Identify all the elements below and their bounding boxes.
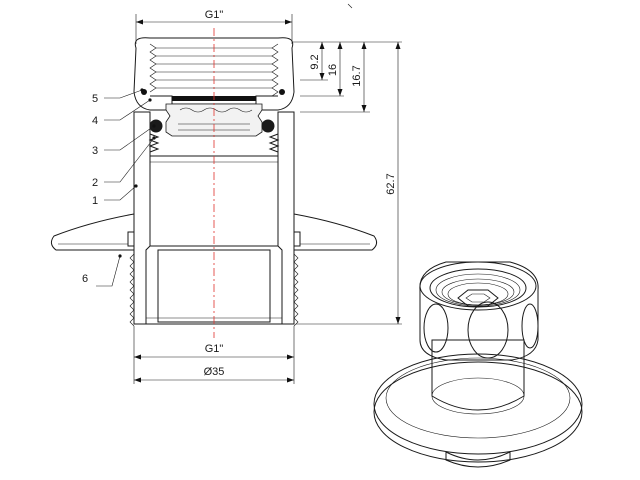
callout-5: 5 <box>92 93 98 105</box>
o-ring-right <box>261 119 275 133</box>
diameter-label: Ø35 <box>204 366 225 378</box>
isometric-view <box>373 261 583 468</box>
height-9-2-label: 9.2 <box>309 54 321 69</box>
callout-3: 3 <box>92 145 98 157</box>
height-62-7-label: 62.7 <box>385 173 397 194</box>
dim-diameter: Ø35 <box>133 362 295 384</box>
callouts: 5 4 3 2 1 6 <box>82 88 156 287</box>
top-thread-label: G1" <box>205 9 224 21</box>
bottom-thread-label: G1" <box>205 343 224 355</box>
callout-1: 1 <box>92 195 98 207</box>
dim-heights: 9.2 16 16.7 62.7 <box>292 41 402 325</box>
section-view: G1" G1" Ø35 <box>50 3 402 384</box>
cut-edge-mark <box>347 3 353 9</box>
height-16-label: 16 <box>327 64 339 76</box>
dim-bottom-thread: G1" <box>133 326 295 362</box>
callout-2: 2 <box>92 177 98 189</box>
rosette-flange <box>50 213 378 251</box>
o-ring-left <box>149 119 163 133</box>
dim-top-thread: G1" <box>135 9 293 44</box>
callout-6: 6 <box>82 273 88 285</box>
height-16-7-label: 16.7 <box>351 65 363 86</box>
callout-4: 4 <box>92 115 98 127</box>
ball-right <box>279 89 285 95</box>
